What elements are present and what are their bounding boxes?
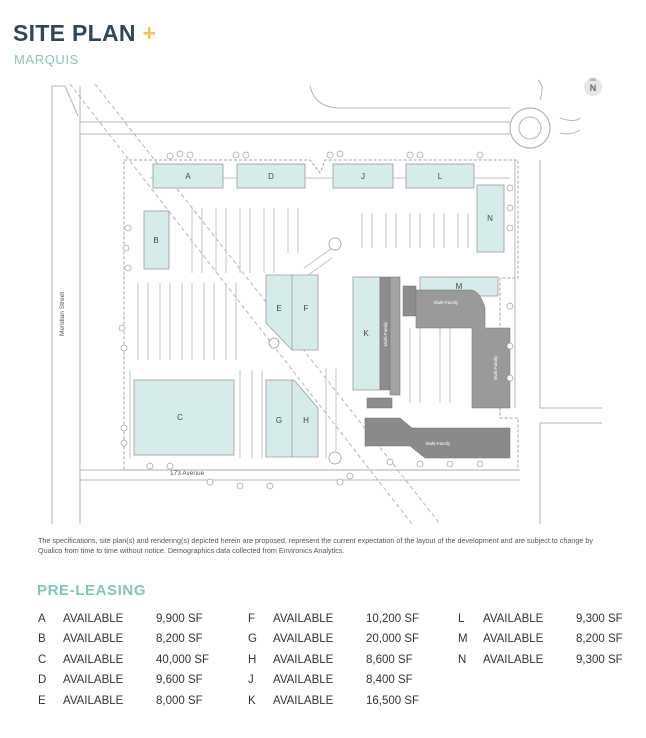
lease-size: 20,000 SF — [366, 633, 420, 645]
building-label-m: M — [456, 282, 463, 291]
lease-unit: M — [458, 633, 468, 645]
lease-unit: K — [248, 695, 256, 707]
building-label-g: G — [276, 416, 282, 425]
lease-size: 9,300 SF — [576, 613, 623, 625]
page-title: SITE PLAN + — [13, 20, 156, 47]
street-label-173-avenue: 173 Avenue — [170, 470, 205, 477]
building-label-k: K — [363, 329, 369, 338]
lease-unit: L — [458, 613, 465, 625]
site-plan-map: N Meridian Street 173 Avenue A D J L N B… — [51, 78, 602, 524]
lease-status: AVAILABLE — [273, 674, 334, 686]
lease-unit: J — [248, 674, 254, 686]
lease-size: 8,600 SF — [366, 654, 413, 666]
page-subtitle: MARQUIS — [14, 52, 79, 67]
building-label-e: E — [276, 304, 281, 313]
lease-status: AVAILABLE — [63, 654, 124, 666]
lease-size: 9,300 SF — [576, 654, 623, 666]
multi-family-label-4: Multi-Family — [426, 441, 451, 446]
plus-icon: + — [142, 20, 157, 46]
street-label-meridian: Meridian Street — [59, 292, 66, 336]
lease-status: AVAILABLE — [63, 695, 124, 707]
building-label-j: J — [361, 172, 365, 181]
building-label-l: L — [438, 172, 443, 181]
lease-unit: N — [458, 654, 467, 666]
lease-unit: C — [38, 654, 47, 666]
lease-unit: F — [248, 613, 256, 625]
building-label-c: C — [177, 413, 183, 422]
lease-size: 10,200 SF — [366, 613, 420, 625]
lease-status: AVAILABLE — [483, 633, 544, 645]
building-label-h: H — [303, 416, 309, 425]
lease-size: 40,000 SF — [156, 654, 210, 666]
multi-family-label-1: Multi-Family — [434, 300, 459, 305]
multi-family-label-3: Multi-Family — [493, 355, 498, 380]
lease-status: AVAILABLE — [273, 613, 334, 625]
building-label-b: B — [153, 236, 158, 245]
lease-status: AVAILABLE — [63, 613, 124, 625]
lease-unit: A — [38, 613, 46, 625]
building-label-a: A — [185, 172, 191, 181]
lease-size: 16,500 SF — [366, 695, 420, 707]
lease-size: 8,200 SF — [576, 633, 623, 645]
lease-size: 8,200 SF — [156, 633, 203, 645]
lease-size: 9,600 SF — [156, 674, 203, 686]
lease-status: AVAILABLE — [483, 613, 544, 625]
lease-unit: B — [38, 633, 46, 645]
lease-size: 9,900 SF — [156, 613, 203, 625]
lease-unit: E — [38, 695, 46, 707]
building-label-f: F — [304, 304, 309, 313]
lease-status: AVAILABLE — [63, 674, 124, 686]
north-label: N — [590, 83, 597, 93]
building-label-n: N — [487, 214, 493, 223]
title-text: SITE PLAN — [13, 20, 136, 46]
lease-unit: D — [38, 674, 47, 686]
preleasing-title: PRE-LEASING — [37, 582, 147, 599]
lease-status: AVAILABLE — [273, 654, 334, 666]
north-arrow-icon — [584, 78, 602, 96]
lease-status: AVAILABLE — [63, 633, 124, 645]
building-label-d: D — [268, 172, 274, 181]
lease-unit: G — [248, 633, 257, 645]
lease-size: 8,000 SF — [156, 695, 203, 707]
lease-status: AVAILABLE — [273, 633, 334, 645]
multi-family-label-2: Multi-Family — [383, 321, 388, 346]
lease-unit: H — [248, 654, 257, 666]
disclaimer-text: The specifications, site plan(s) and ren… — [38, 536, 593, 555]
lease-size: 8,400 SF — [366, 674, 413, 686]
lease-status: AVAILABLE — [483, 654, 544, 666]
lease-status: AVAILABLE — [273, 695, 334, 707]
